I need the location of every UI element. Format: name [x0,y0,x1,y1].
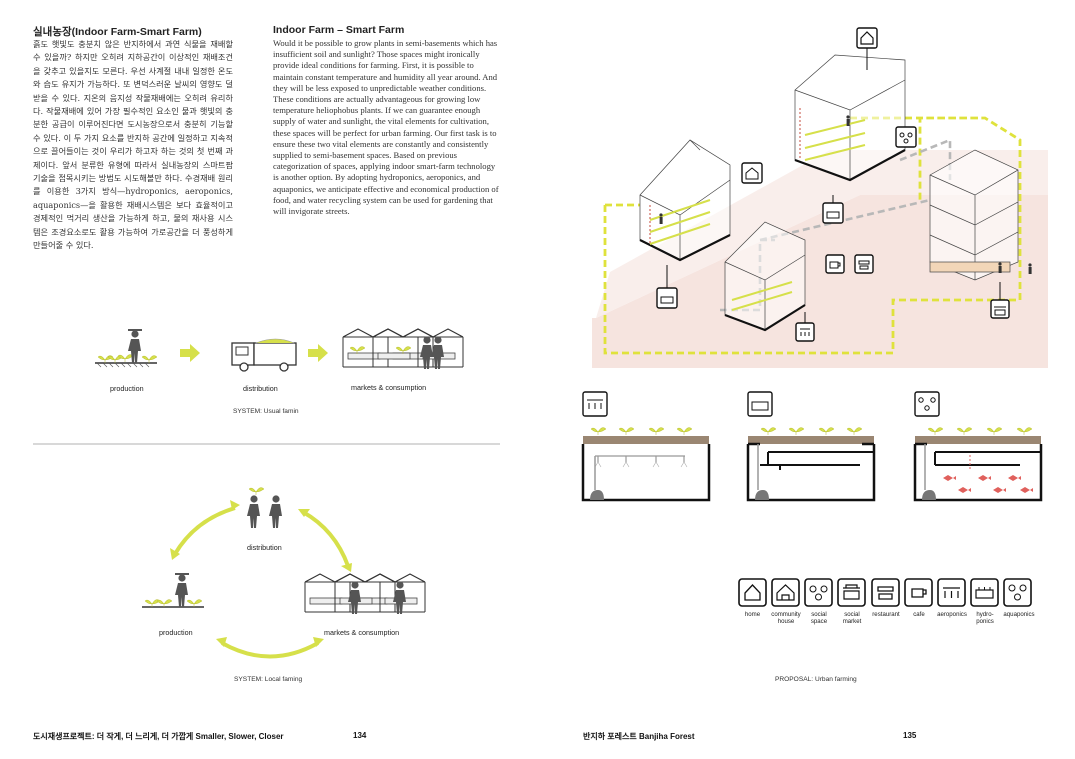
building-4 [929,149,1019,281]
cycle-arrow-bottom [221,641,319,659]
legend-label-restaurant: restaurant [872,611,900,618]
page-number-right: 135 [903,731,917,740]
grey-dashed-route [720,138,952,312]
restaurant-icon [854,254,874,274]
label-production: production [159,628,193,637]
truck-icon [231,338,297,372]
label-production: production [110,384,144,393]
legend-label-social-space: social space [810,611,828,626]
footer-title-left: 도시재생프로젝트: 더 작게, 더 느리게, 더 가깝게 Smaller, Sl… [33,732,284,741]
ground-plane [592,195,1048,368]
social-market-icon [837,578,866,607]
korean-body: 흙도 햇빛도 충분치 않은 반지하에서 과연 식물을 재배할 수 있을까? 하지… [33,39,233,251]
hydroponics-icon [970,578,999,607]
caption-proposal: PROPOSAL: Urban farming [775,676,857,683]
cycle-arrow-right [302,510,350,567]
cafe-icon [825,254,845,274]
aquaponics-icon [1003,578,1032,607]
home-icon [738,578,767,607]
section-aeroponics [581,391,711,502]
people-icons [659,115,1032,274]
english-body: Would it be possible to grow plants in s… [273,38,499,217]
aeroponics-icon [795,322,815,342]
restaurant-icon [871,578,900,607]
legend-label-aquaponics: aquaponics [1003,611,1035,618]
fish-icons [943,475,1033,493]
farmer-figure [142,573,204,608]
social-space-icon [804,578,833,607]
hydroponics-icon [656,287,678,309]
legend-label-aeroponics: aeroponics [937,611,967,618]
section-hydroponics [746,391,876,502]
home-icon [856,27,878,49]
label-distribution: distribution [247,543,282,552]
arrow-icon [180,344,200,362]
community-house-icon [771,578,800,607]
social-space-icon [895,126,917,148]
page-number-left: 134 [353,731,367,740]
caption-usual-system: SYSTEM: Usual famin [233,408,299,415]
section-aquaponics [913,391,1043,502]
legend-label-home: home [744,611,761,618]
legend-label-community-house: community house [771,611,801,626]
market-tents [342,328,464,369]
aeroponics-icon [937,578,966,607]
farmer-figure [95,329,158,368]
arrow-icon [308,344,328,362]
english-title: Indoor Farm – Smart Farm [273,24,405,36]
label-markets: markets & consumption [324,628,400,637]
footer-title-right: 반지하 포레스트 Banjiha Forest [583,732,695,741]
community-house-icon [741,162,763,184]
korean-title: 실내농장(Indoor Farm-Smart Farm) [33,26,202,38]
social-market-icon [990,299,1010,319]
consumers-figure [247,487,282,528]
greenhouse-2 [794,54,906,182]
legend-label-social-market: social market [842,611,862,626]
greenhouse-3 [724,221,806,332]
label-distribution: distribution [243,384,278,393]
hydroponics-icon [822,202,844,224]
section-sprouts [590,427,1033,436]
market-tents [304,573,426,614]
legend-label-hydroponics: hydro-ponics [976,611,994,626]
legend-label-cafe: cafe [913,611,925,618]
label-markets: markets & consumption [351,383,427,392]
cycle-arrow-left [173,506,236,556]
caption-local-system: SYSTEM: Local faming [234,676,303,683]
yellow-dashed-route [603,116,1022,355]
legend-icons [738,578,1032,607]
cafe-icon [904,578,933,607]
greenhouse-1 [639,139,731,262]
